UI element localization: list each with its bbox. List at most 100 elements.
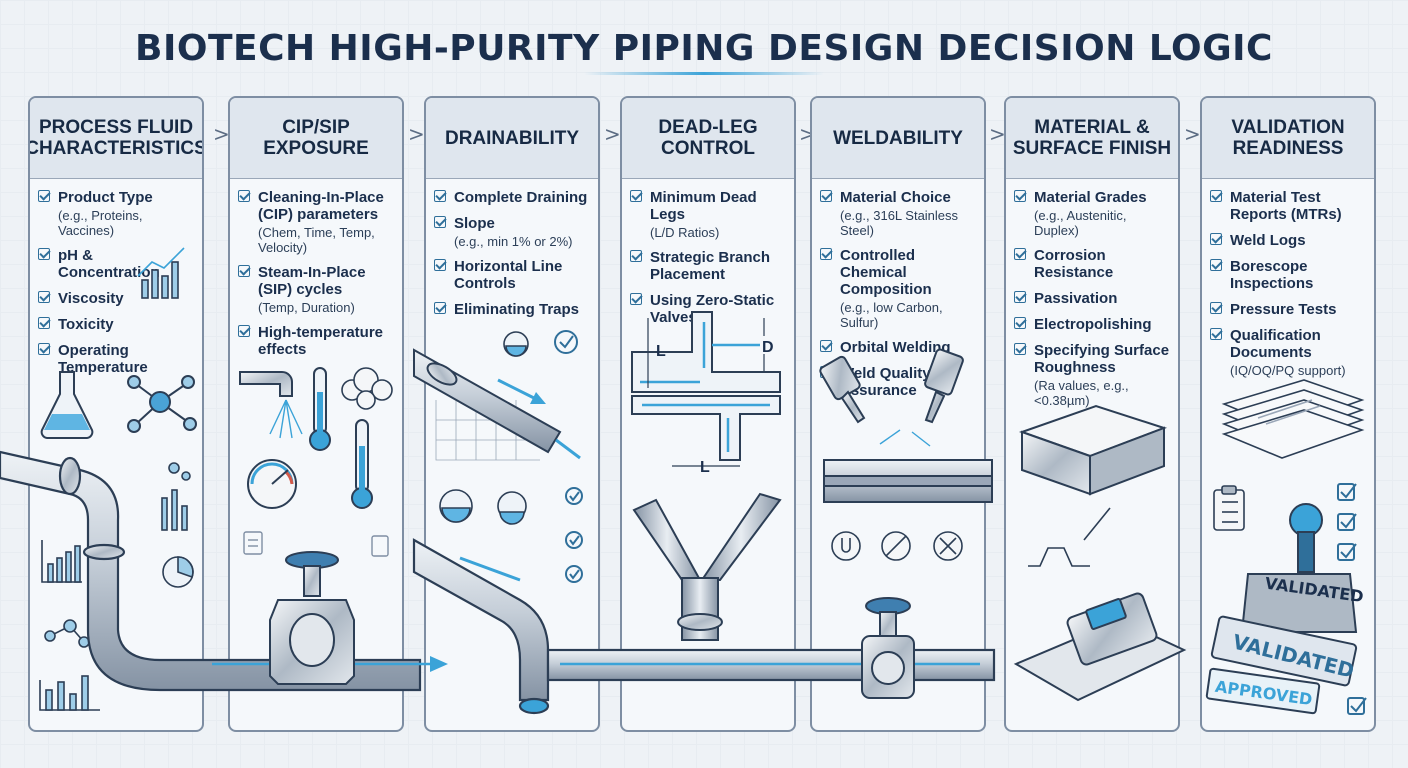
column-heading: CIP/SIP EXPOSURE bbox=[230, 98, 402, 179]
checkbox-icon bbox=[434, 259, 446, 271]
checkbox-icon bbox=[820, 340, 832, 352]
checkbox-icon bbox=[630, 293, 642, 305]
checklist-item: Complete Draining bbox=[434, 189, 592, 206]
column-heading: VALIDATION READINESS bbox=[1202, 98, 1374, 179]
column-heading: MATERIAL & SURFACE FINISH bbox=[1006, 98, 1178, 179]
title-underline bbox=[584, 72, 824, 75]
column-items: Product Type (e.g., Proteins, Vaccines) pH… bbox=[30, 179, 202, 376]
checkbox-icon bbox=[38, 317, 50, 329]
flow-arrow-icon: > bbox=[989, 122, 1006, 146]
checklist-item: Pressure Tests bbox=[1210, 301, 1368, 318]
item-label: Material Grades bbox=[1034, 189, 1147, 206]
item-label: Material Choice bbox=[840, 189, 951, 206]
item-label: Operating Temperature bbox=[58, 342, 148, 376]
column-validation: VALIDATION READINESS Material Test Repor… bbox=[1200, 96, 1376, 732]
item-label: Pressure Tests bbox=[1230, 301, 1337, 318]
item-detail: (e.g., min 1% or 2%) bbox=[454, 234, 573, 249]
checklist-item: Minimum Dead Legs(L/D Ratios) bbox=[630, 189, 788, 240]
page-title: BIOTECH HIGH-PURITY PIPING DESIGN DECISI… bbox=[135, 28, 1273, 69]
item-label: Complete Draining bbox=[454, 189, 588, 206]
checkbox-icon bbox=[434, 302, 446, 314]
checklist-item: Operating Temperature bbox=[38, 342, 196, 376]
item-label: Minimum Dead Legs bbox=[650, 189, 757, 223]
checklist-item: Material Choice (e.g., 316L Stainless Ste… bbox=[820, 189, 978, 238]
checkbox-icon bbox=[820, 366, 832, 378]
checklist-item: Using Zero-Static Valves bbox=[630, 292, 788, 326]
item-detail: (e.g., Proteins, Vaccines) bbox=[58, 208, 143, 238]
column-items: Material Grades (e.g., Austenitic, Duplex… bbox=[1006, 179, 1178, 408]
item-label: Slope bbox=[454, 215, 495, 232]
checklist-item: Strategic Branch Placement bbox=[630, 249, 788, 283]
item-detail: (e.g., 316L Stainless Steel) bbox=[840, 208, 959, 238]
item-label: Horizontal Line Controls bbox=[454, 258, 563, 292]
item-label: Cleaning-In-Place (CIP) parameters bbox=[258, 189, 384, 223]
item-label: Orbital Welding bbox=[840, 339, 951, 356]
checkbox-icon bbox=[38, 248, 50, 260]
item-detail: (Temp, Duration) bbox=[258, 300, 355, 315]
checkbox-icon bbox=[1210, 190, 1222, 202]
item-label: Weld Quality Assurance bbox=[840, 365, 931, 399]
column-material-finish: MATERIAL & SURFACE FINISH Material Grade… bbox=[1004, 96, 1180, 732]
checklist-item: Weld Quality Assurance bbox=[820, 365, 978, 399]
flow-arrow-icon: > bbox=[213, 122, 230, 146]
item-detail: (Chem, Time, Temp, Velocity) bbox=[258, 225, 375, 255]
checkbox-icon bbox=[1210, 328, 1222, 340]
checklist-item: Qualification Documents(IQ/OQ/PQ support… bbox=[1210, 327, 1368, 378]
item-label: Qualification Documents bbox=[1230, 327, 1321, 361]
item-label: Specifying Surface Roughness bbox=[1034, 342, 1170, 376]
item-label: Eliminating Traps bbox=[454, 301, 580, 318]
flow-arrow-icon: > bbox=[604, 122, 621, 146]
checkbox-icon bbox=[434, 190, 446, 202]
checkbox-icon bbox=[1210, 233, 1222, 245]
checklist-item: Orbital Welding bbox=[820, 339, 978, 356]
item-label: Borescope Inspections bbox=[1230, 258, 1314, 292]
item-detail: (e.g., Austenitic, Duplex) bbox=[1034, 208, 1127, 238]
checklist-item: Electropolishing bbox=[1014, 316, 1172, 333]
checklist-item: Product Type (e.g., Proteins, Vaccines) bbox=[38, 189, 196, 238]
checklist-item: Specifying Surface Roughness(Ra values, … bbox=[1014, 342, 1172, 408]
checkbox-icon bbox=[38, 343, 50, 355]
checkbox-icon bbox=[820, 248, 832, 260]
column-heading: DRAINABILITY bbox=[426, 98, 598, 179]
checkbox-icon bbox=[238, 265, 250, 277]
checklist-item: Borescope Inspections bbox=[1210, 258, 1368, 292]
checkbox-icon bbox=[238, 190, 250, 202]
checklist-item: pH & Concentration bbox=[38, 247, 196, 281]
checkbox-icon bbox=[434, 216, 446, 228]
checkbox-icon bbox=[1014, 248, 1026, 260]
checklist-item: Toxicity bbox=[38, 316, 196, 333]
checkbox-icon bbox=[630, 190, 642, 202]
item-label: Steam-In-Place (SIP) cycles bbox=[258, 264, 366, 298]
item-label: Toxicity bbox=[58, 316, 114, 333]
flow-arrow-icon: > bbox=[1184, 122, 1201, 146]
checkbox-icon bbox=[38, 190, 50, 202]
item-label: Material Test Reports (MTRs) bbox=[1230, 189, 1342, 223]
item-label: High-temperature effects bbox=[258, 324, 384, 358]
checklist-item: Eliminating Traps bbox=[434, 301, 592, 318]
item-detail: (Ra values, e.g., <0.38µm) bbox=[1034, 378, 1129, 408]
item-label: Strategic Branch Placement bbox=[650, 249, 771, 283]
column-heading: WELDABILITY bbox=[812, 98, 984, 179]
column-items: Minimum Dead Legs(L/D Ratios) Strategic B… bbox=[622, 179, 794, 326]
checkbox-icon bbox=[1014, 190, 1026, 202]
column-items: Cleaning-In-Place (CIP) parameters(Chem,… bbox=[230, 179, 402, 358]
column-heading: PROCESS FLUID CHARACTERISTICS bbox=[30, 98, 202, 179]
checkbox-icon bbox=[1210, 302, 1222, 314]
checklist-item: High-temperature effects bbox=[238, 324, 396, 358]
checkbox-icon bbox=[1014, 343, 1026, 355]
column-items: Material Choice (e.g., 316L Stainless Ste… bbox=[812, 179, 984, 399]
item-label: Product Type bbox=[58, 189, 153, 206]
item-detail: (e.g., low Carbon, Sulfur) bbox=[840, 300, 943, 330]
checkbox-icon bbox=[1210, 259, 1222, 271]
column-dead-leg: DEAD-LEG CONTROL Minimum Dead Legs(L/D R… bbox=[620, 96, 796, 732]
flow-arrow-icon: > bbox=[408, 122, 425, 146]
checkbox-icon bbox=[820, 190, 832, 202]
column-process-fluid: PROCESS FLUID CHARACTERISTICS Product Ty… bbox=[28, 96, 204, 732]
item-label: Viscosity bbox=[58, 290, 124, 307]
checklist-item: Steam-In-Place (SIP) cycles (Temp, Durati… bbox=[238, 264, 396, 315]
checklist-item: Slope (e.g., min 1% or 2%) bbox=[434, 215, 592, 249]
item-label: Using Zero-Static Valves bbox=[650, 292, 775, 326]
